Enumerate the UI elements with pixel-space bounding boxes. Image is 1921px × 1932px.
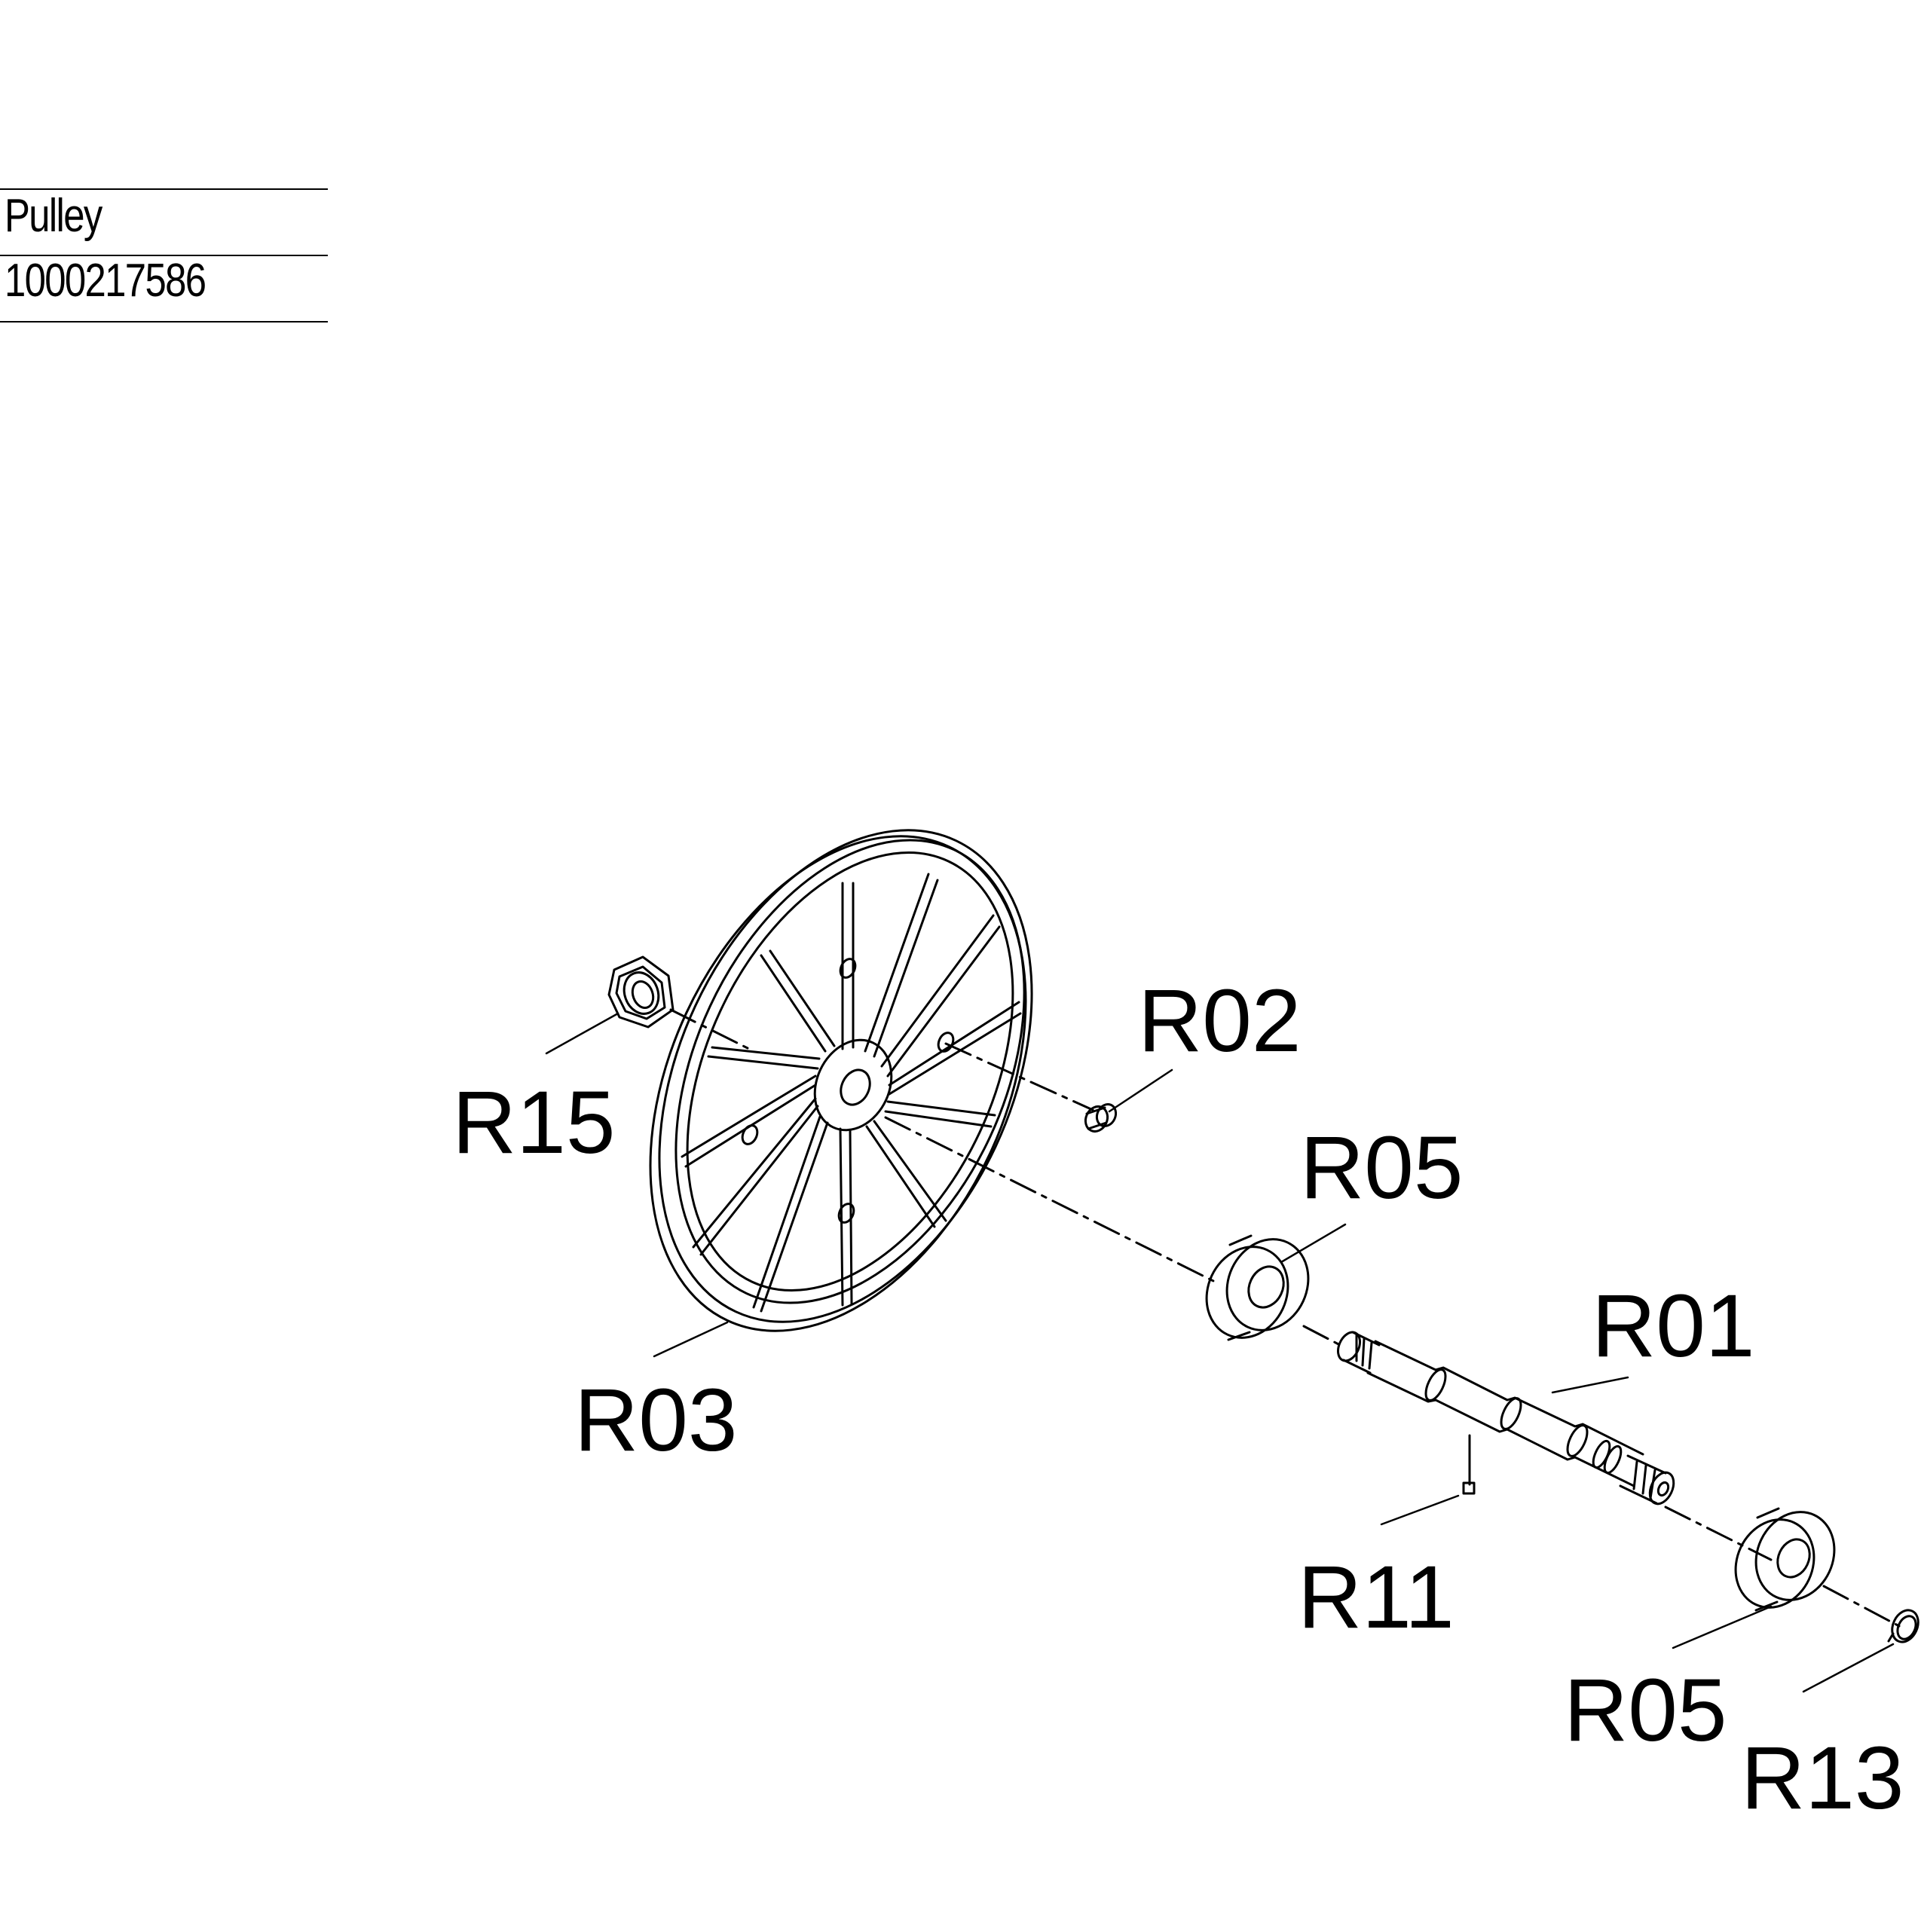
title-block-middle-rule	[0, 255, 328, 256]
pulley-wheel-r03	[649, 829, 1033, 1332]
callout-labels: R15 R02 R05 R03 R01 R11 R05 R13	[452, 971, 1904, 1828]
title-block-bottom-rule	[0, 321, 328, 323]
title-block: Pulley 1000217586	[0, 188, 328, 324]
title-block-top-rule	[0, 188, 328, 190]
callout-r01: R01	[1592, 1276, 1754, 1376]
part-name: Pulley	[5, 190, 102, 242]
callout-r02: R02	[1138, 971, 1301, 1071]
bearing-r05-lower	[1734, 1507, 1836, 1612]
shaft-r01	[1336, 1331, 1675, 1506]
retaining-ring-r13	[1887, 1609, 1919, 1643]
assembly-axis	[669, 1008, 1901, 1628]
part-number: 1000217586	[5, 255, 206, 307]
pin-r02	[1084, 1102, 1118, 1133]
callout-r05-lower: R05	[1564, 1661, 1727, 1760]
key-r11	[1462, 1481, 1476, 1495]
callout-r13: R13	[1741, 1729, 1904, 1828]
hex-nut-r15	[607, 955, 674, 1029]
callout-r05-upper: R05	[1300, 1118, 1463, 1218]
callout-r11: R11	[1298, 1548, 1455, 1647]
bearing-r05-upper	[1205, 1234, 1310, 1341]
callout-r15: R15	[452, 1073, 615, 1172]
callout-r03: R03	[574, 1371, 737, 1470]
leader-lines	[545, 1012, 1895, 1693]
